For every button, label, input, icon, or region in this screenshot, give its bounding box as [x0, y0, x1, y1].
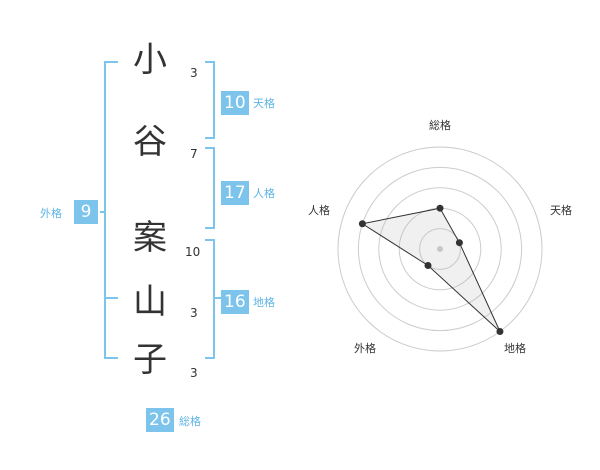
tenkaku-label: 天格	[253, 97, 275, 110]
radar-grid-ring	[357, 166, 523, 332]
name-char-5: 子	[133, 340, 167, 380]
name-char-1: 小	[133, 40, 167, 80]
radar-point-1	[436, 204, 444, 212]
radar-grid-ring	[419, 228, 461, 270]
jinkaku-label: 人格	[253, 187, 275, 200]
tenkaku-badge: 10	[221, 91, 249, 115]
name-char-3: 案	[133, 218, 167, 258]
radar-center-dot	[437, 246, 443, 252]
chikaku-label: 地格	[253, 296, 275, 309]
stroke-count-1: 3	[190, 66, 198, 80]
radar-axis-label-4: 外格	[354, 342, 376, 355]
radar-grid-ring	[337, 146, 543, 352]
jinkaku-badge: 17	[221, 181, 249, 205]
gaikaku-badge: 9	[74, 200, 98, 224]
radar-point-2	[455, 239, 463, 247]
stroke-count-5: 3	[190, 366, 198, 380]
radar-point-5	[358, 220, 366, 228]
radar-axis-label-5: 人格	[308, 204, 330, 217]
radar-series-polygon	[361, 207, 501, 332]
soukaku-label: 総格	[179, 415, 201, 428]
radar-axis-label-3: 地格	[504, 342, 526, 355]
stroke-count-4: 3	[190, 306, 198, 320]
radar-point-3	[496, 328, 504, 336]
name-char-2: 谷	[133, 122, 167, 162]
soukaku-badge: 26	[146, 408, 174, 432]
radar-point-4	[424, 262, 432, 270]
gaikaku-label: 外格	[40, 207, 62, 220]
radar-axis-label-1: 総格	[429, 119, 451, 132]
stroke-count-2: 7	[190, 147, 198, 161]
stroke-count-3: 10	[185, 245, 201, 259]
name-char-4: 山	[133, 282, 167, 322]
radar-axis-label-2: 天格	[550, 204, 572, 217]
radar-grid-ring	[378, 187, 502, 311]
chikaku-badge: 16	[221, 290, 249, 314]
